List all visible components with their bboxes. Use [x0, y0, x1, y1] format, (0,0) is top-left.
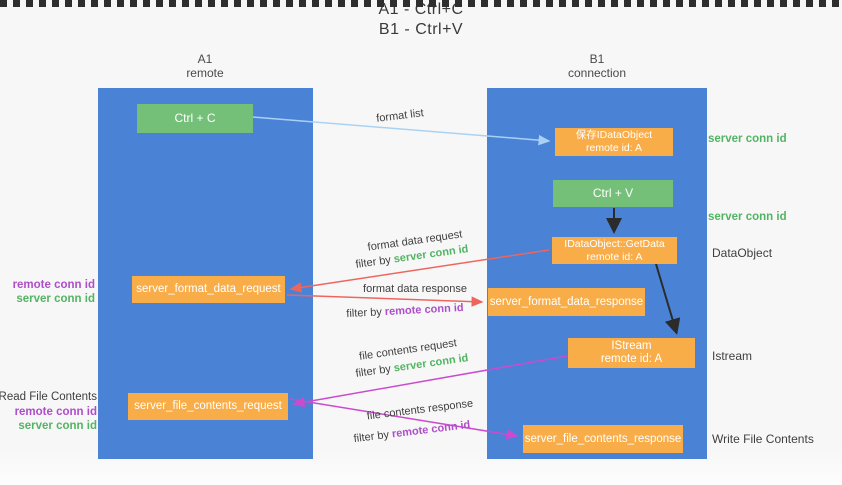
title-line-2: B1 - Ctrl+V	[378, 21, 464, 38]
node-getdata: IDataObject::GetData remote id: A	[552, 237, 677, 264]
label-format-list: format list	[375, 107, 425, 125]
filter-by-text: filter by	[354, 253, 395, 271]
node-file-request: server_file_contents_request	[128, 393, 288, 420]
node-ctrl-c: Ctrl + C	[137, 104, 253, 133]
lifeline-a1-role: remote	[186, 66, 224, 80]
node-save-dataobject: 保存IDataObject remote id: A	[555, 128, 673, 156]
lifeline-header-a1: A1 remote	[145, 52, 265, 80]
label-read-file-contents: Read File Contents	[0, 391, 97, 403]
filter-by-text: filter by	[354, 362, 395, 380]
arrow-format-data-response	[286, 294, 484, 307]
lifeline-b1-name: B1	[589, 52, 605, 66]
lifeline-b1-role: connection	[567, 66, 627, 80]
lifeline-header-b1: B1 connection	[537, 52, 657, 80]
label-server-conn-id-lower: server conn id	[18, 420, 97, 432]
label-remote-conn-id-lower: remote conn id	[14, 406, 97, 418]
node-format-request: server_format_data_request	[132, 276, 285, 303]
label-format-data-response: format data response	[363, 283, 467, 295]
filter-by-text: filter by	[353, 428, 393, 446]
node-file-response: server_file_contents_response	[523, 425, 683, 453]
filter-by-text: filter by	[346, 306, 386, 321]
label-server-conn-id-mid: server conn id	[708, 211, 787, 223]
node-save-dataobject-line1: 保存IDataObject	[575, 129, 653, 141]
node-getdata-line2: remote id: A	[586, 250, 643, 263]
node-istream-line1: IStream	[611, 340, 652, 352]
node-save-dataobject-line2: remote id: A	[585, 142, 643, 154]
filter-remote-conn-id: remote conn id	[384, 301, 464, 319]
label-istream: Istream	[712, 349, 753, 363]
label-file-contents-response: file contents response	[366, 397, 474, 423]
label-server-conn-id-top: server conn id	[708, 133, 787, 145]
node-format-response: server_format_data_response	[488, 288, 645, 316]
filter-remote-conn-id: remote conn id	[391, 418, 471, 441]
label-server-conn-id-upper: server conn id	[16, 293, 95, 305]
label-remote-conn-id-upper: remote conn id	[12, 279, 95, 291]
node-istream: IStream remote id: A	[568, 338, 695, 368]
node-ctrl-v: Ctrl + V	[553, 180, 673, 207]
dotted-separator	[0, 0, 842, 7]
label-write-file-contents: Write File Contents	[712, 432, 814, 446]
label-filter-by-remote-1: filter by remote conn id	[346, 302, 464, 320]
node-istream-line2: remote id: A	[600, 353, 663, 365]
label-filter-by-remote-2: filter by remote conn id	[353, 419, 471, 445]
lifeline-a1-name: A1	[197, 52, 213, 66]
node-getdata-line1: IDataObject::GetData	[564, 237, 665, 250]
label-dataobject: DataObject	[712, 246, 773, 260]
